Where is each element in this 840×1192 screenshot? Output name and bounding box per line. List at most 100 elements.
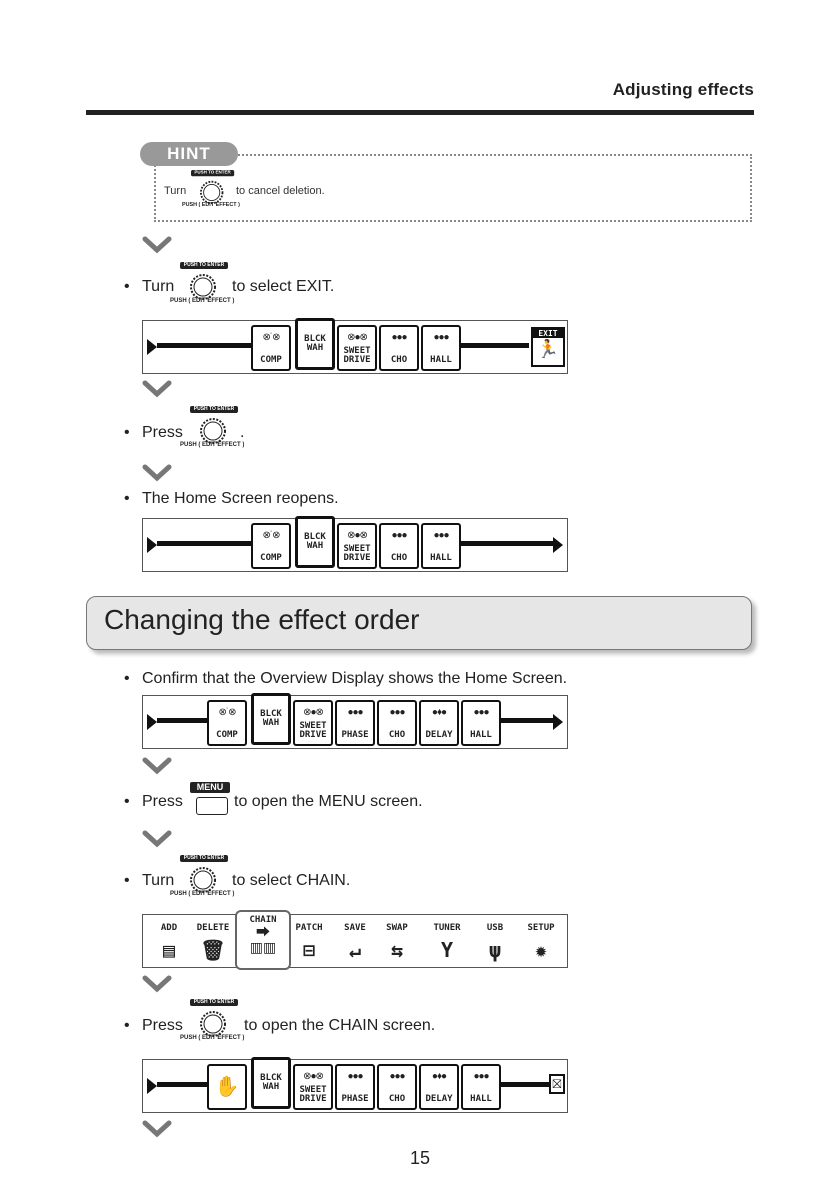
effect-pedal: ⊗˙⊗COMP [251, 523, 291, 569]
gear-icon: ✹ [534, 938, 548, 962]
dial-icon [200, 1011, 226, 1037]
effect-pedal: ●●●CHO [377, 1064, 417, 1110]
effect-pedal: ⊗˙⊗COMP [251, 325, 291, 371]
section-heading-box [86, 596, 752, 650]
chevron-down-icon [142, 236, 172, 254]
step-text: to open the CHAIN screen. [244, 1017, 436, 1034]
step-text: . [240, 424, 245, 441]
effect-pedal: ⊗●⊗SWEET DRIVE [337, 325, 377, 371]
effect-pedal: ⊗●⊗SWEET DRIVE [337, 523, 377, 569]
menu-item-swap: SWAP⇆ [371, 923, 423, 961]
menu-item-chain-selected: CHAIN ⮕ ▥▥ [235, 910, 291, 970]
knob-top-label: PUSH TO ENTER [190, 999, 238, 1006]
header-rule [86, 110, 754, 115]
exit-icon: EXIT 🏃 [531, 327, 565, 367]
effect-pedal: ⊗˙⊗COMP [207, 700, 247, 746]
add-icon: ▤ [162, 938, 176, 962]
play-arrow-icon [147, 339, 157, 355]
step-text: Press [142, 424, 183, 441]
chevron-down-icon [142, 464, 172, 482]
dial-icon [200, 418, 226, 444]
menu-item-add: ADD▤ [143, 923, 195, 961]
chevron-down-icon [142, 1120, 172, 1138]
step-text: Confirm that the Overview Display shows … [142, 670, 568, 687]
step-text: Turn [142, 872, 175, 889]
hint-tag: HINT [140, 142, 238, 166]
effect-pedal: BLCK WAH [251, 1057, 291, 1109]
effect-pedal: ●♦●DELAY [419, 700, 459, 746]
menu-item-save: SAVE↵ [329, 923, 381, 961]
page-number: 15 [409, 1148, 431, 1168]
menu-screen: ADD▤ DELETE🗑 CHAIN ⮕ ▥▥ PATCH⊟ SAVE↵ SWA… [142, 910, 568, 970]
menu-item-setup: SETUP✹ [515, 923, 567, 961]
hint-text-before: Turn [164, 185, 187, 197]
knob-bottom-label: PUSH ( EDIT EFFECT ) [182, 202, 240, 208]
bullet: • [124, 424, 130, 441]
bullet: • [124, 793, 130, 810]
play-arrow-icon [147, 714, 157, 730]
effect-pedal: ●●●HALL [461, 700, 501, 746]
chevron-down-icon [142, 757, 172, 775]
step-text: Press [142, 1017, 183, 1034]
knob-bottom-label: PUSH ( EDIT EFFECT ) [180, 442, 245, 448]
knob-top-label: PUSH TO ENTER [180, 262, 228, 269]
effect-pedal: ⊗●⊗SWEET DRIVE [293, 1064, 333, 1110]
section-title: Changing the effect order [104, 604, 420, 635]
display-screen: ⊗˙⊗COMP BLCK WAH ⊗●⊗SWEET DRIVE ●●●CHO ●… [142, 516, 568, 572]
display-screen: ⊗˙⊗COMP BLCK WAH ⊗●⊗SWEET DRIVE ●●●CHO ●… [142, 318, 568, 374]
exit-small-icon: ⛝ [549, 1074, 565, 1094]
step-text: to select EXIT. [232, 278, 335, 295]
display-screen: ⊗˙⊗COMP BLCK WAH ⊗●⊗SWEET DRIVE ●●●PHASE… [142, 693, 568, 749]
effect-pedal: ●♦●DELAY [419, 1064, 459, 1110]
knob-top-label: PUSH TO ENTER [180, 855, 228, 862]
dial-icon [190, 274, 216, 300]
briefcase-icon: ⊟ [302, 938, 316, 962]
effect-pedal: ●●●CHO [379, 325, 419, 371]
bullet: • [124, 278, 130, 295]
knob-top-label: PUSH TO ENTER [191, 170, 235, 177]
bullet: • [124, 670, 130, 687]
effect-pedal: BLCK WAH [251, 693, 291, 745]
effect-pedal: ●●●HALL [421, 523, 461, 569]
chevron-down-icon [142, 380, 172, 398]
effect-pedal: BLCK WAH [295, 516, 335, 568]
save-icon: ↵ [348, 938, 362, 962]
step-text: to select CHAIN. [232, 872, 351, 889]
play-arrow-icon [147, 537, 157, 553]
effect-pedal: ●●●CHO [379, 523, 419, 569]
knob-bottom-label: PUSH ( EDIT EFFECT ) [170, 298, 235, 304]
effect-pedal-grabbed: ✋ [207, 1064, 247, 1110]
hint-text-after: to cancel deletion. [236, 185, 325, 197]
effect-pedal: ●●●PHASE [335, 1064, 375, 1110]
chevron-down-icon [142, 975, 172, 993]
step-text: The Home Screen reopens. [142, 490, 339, 507]
effect-pedal: ●●●CHO [377, 700, 417, 746]
bullet: • [124, 490, 130, 507]
effect-pedal: ⊗●⊗SWEET DRIVE [293, 700, 333, 746]
effect-pedal: BLCK WAH [295, 318, 335, 370]
swap-icon: ⇆ [390, 938, 404, 962]
effect-pedal: ●●●HALL [461, 1064, 501, 1110]
play-arrow-icon [553, 714, 563, 730]
play-arrow-icon [147, 1078, 157, 1094]
knob-bottom-label: PUSH ( EDIT EFFECT ) [170, 891, 235, 897]
hand-icon: ✋ [214, 1076, 240, 1098]
menu-item-delete: DELETE🗑 [187, 923, 239, 961]
usb-icon: ψ [488, 938, 502, 962]
bullet: • [124, 872, 130, 889]
page-header-title: Adjusting effects [612, 80, 754, 99]
display-screen: ✋ BLCK WAH ⊗●⊗SWEET DRIVE ●●●PHASE ●●●CH… [142, 1057, 568, 1113]
menu-item-patch: PATCH⊟ [283, 923, 335, 961]
effect-pedal: ●●●PHASE [335, 700, 375, 746]
dial-icon [190, 867, 216, 893]
step-text: Press [142, 793, 183, 810]
step-text: Turn [142, 278, 175, 295]
play-arrow-icon [553, 537, 563, 553]
dial-icon [199, 180, 224, 205]
hint-box [154, 154, 752, 222]
effect-pedal: ●●●HALL [421, 325, 461, 371]
bullet: • [124, 1017, 130, 1034]
step-text: to open the MENU screen. [234, 793, 423, 810]
menu-button-icon: MENU [190, 782, 232, 820]
